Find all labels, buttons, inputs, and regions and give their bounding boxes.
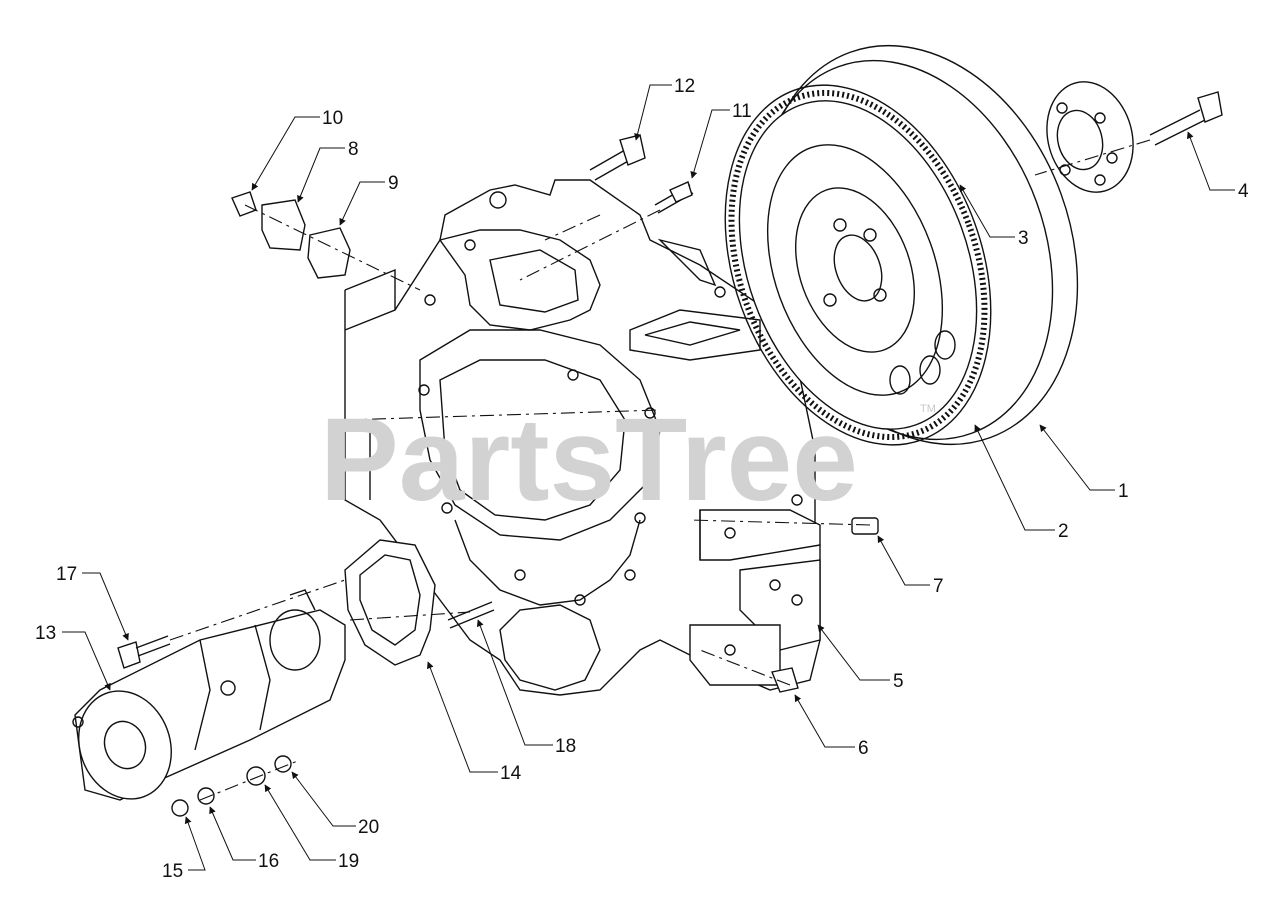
callout-labels: 1 2 3 4 5 6 7 8 9 10 11 12 13 14 15 16 1… bbox=[35, 76, 1249, 882]
callout-18: 18 bbox=[555, 736, 576, 757]
callout-15: 15 bbox=[162, 861, 183, 882]
stud-18[interactable] bbox=[447, 601, 495, 629]
nut-15[interactable] bbox=[171, 799, 189, 817]
partstree-watermark: PartsTree TM bbox=[320, 394, 936, 526]
callout-6: 6 bbox=[858, 738, 869, 759]
flywheel-housing[interactable] bbox=[344, 179, 821, 696]
callout-16: 16 bbox=[258, 851, 279, 872]
cover-plate-8[interactable] bbox=[261, 199, 306, 251]
bolt-17[interactable] bbox=[117, 635, 171, 669]
callout-12: 12 bbox=[674, 76, 695, 97]
callout-14: 14 bbox=[500, 763, 522, 784]
callout-8: 8 bbox=[348, 139, 359, 160]
bolt-4[interactable] bbox=[1149, 91, 1223, 146]
callout-19: 19 bbox=[338, 851, 359, 872]
bolt-12[interactable] bbox=[589, 134, 646, 181]
bolt-6[interactable] bbox=[771, 667, 799, 693]
callout-10: 10 bbox=[322, 108, 343, 129]
callout-5: 5 bbox=[893, 671, 904, 692]
gasket-14[interactable] bbox=[344, 539, 436, 666]
stud-11[interactable] bbox=[654, 181, 694, 214]
callout-20: 20 bbox=[358, 817, 379, 838]
callout-2: 2 bbox=[1058, 521, 1069, 542]
assembly-centerlines bbox=[169, 139, 1151, 801]
dowel-7[interactable] bbox=[851, 517, 879, 535]
callout-1: 1 bbox=[1118, 481, 1129, 502]
nut-19[interactable] bbox=[246, 766, 266, 786]
callout-9: 9 bbox=[388, 173, 399, 194]
watermark-trademark: TM bbox=[920, 403, 936, 415]
callout-3: 3 bbox=[1018, 228, 1029, 249]
callout-7: 7 bbox=[933, 576, 944, 597]
callout-11: 11 bbox=[732, 101, 752, 122]
flywheel[interactable] bbox=[696, 1, 1131, 489]
callout-leaders bbox=[62, 84, 1235, 871]
watermark-text: PartsTree bbox=[320, 394, 858, 526]
starter-motor[interactable] bbox=[64, 589, 346, 812]
callout-13: 13 bbox=[35, 623, 56, 644]
callout-4: 4 bbox=[1238, 181, 1249, 202]
ring-gear[interactable] bbox=[678, 48, 1038, 482]
washer-16[interactable] bbox=[197, 787, 215, 805]
callout-17: 17 bbox=[56, 564, 77, 585]
